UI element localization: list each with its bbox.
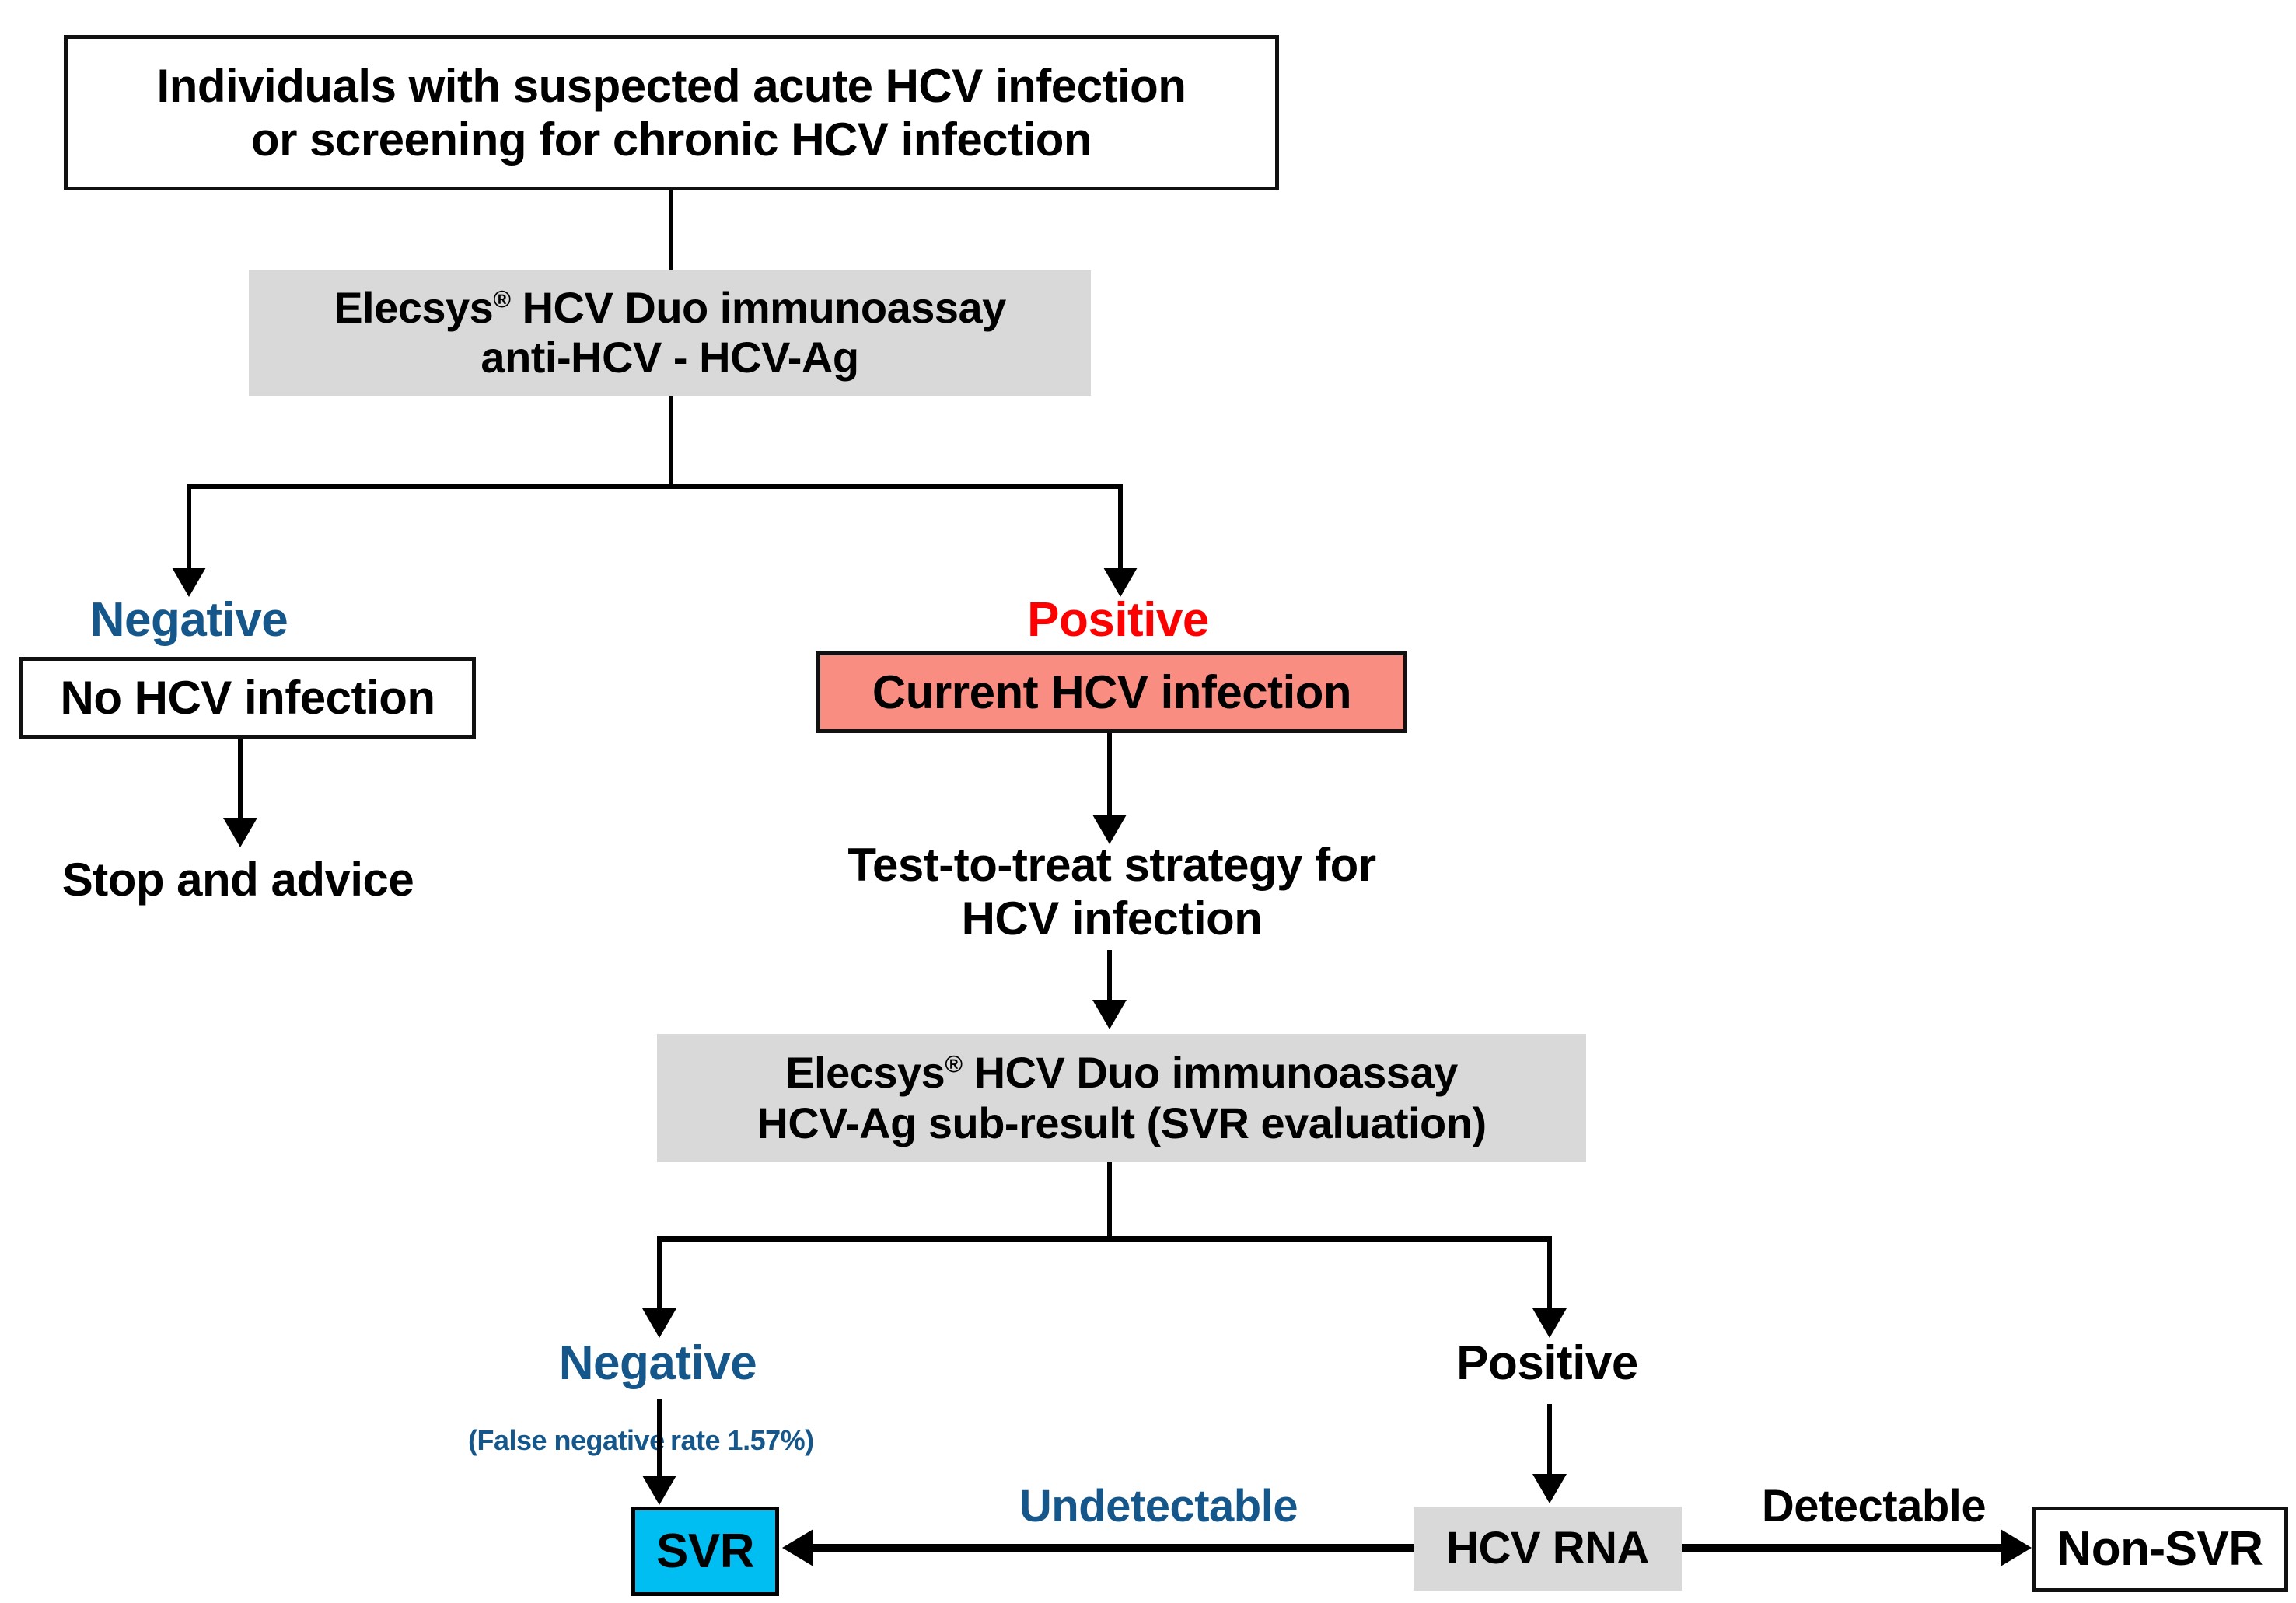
arrowhead-to-negative-2 bbox=[642, 1308, 676, 1338]
node-hcv-rna: HCV RNA bbox=[1414, 1507, 1682, 1591]
node-non-svr-label: Non-SVR bbox=[2057, 1522, 2263, 1577]
node-assay1-line1: Elecsys® HCV Duo immunoassay bbox=[334, 282, 1006, 332]
connector-split2-bar bbox=[657, 1236, 1552, 1242]
arrowhead-to-positive bbox=[1103, 568, 1138, 597]
arrowhead-to-assay2 bbox=[1092, 1000, 1127, 1029]
arrowhead-to-test-to-treat bbox=[1092, 815, 1127, 844]
label-detectable: Detectable bbox=[1761, 1481, 1987, 1531]
node-current-hcv-infection: Current HCV infection bbox=[816, 651, 1407, 733]
registered-trademark-icon: ® bbox=[493, 285, 511, 313]
label-false-negative-right: rate 1.57%) bbox=[670, 1424, 814, 1456]
connector-assay2-stem bbox=[1107, 1162, 1112, 1240]
label-positive-1: Positive bbox=[1027, 593, 1209, 647]
connector-split2-right-leg bbox=[1547, 1236, 1552, 1314]
connector-start-to-assay1 bbox=[669, 190, 673, 276]
connector-split1-bar bbox=[187, 484, 1123, 489]
connector-hcvrna-to-svr bbox=[813, 1544, 1414, 1552]
node-hcv-rna-label: HCV RNA bbox=[1446, 1522, 1649, 1573]
node-assay2: Elecsys® HCV Duo immunoassay HCV-Ag sub-… bbox=[657, 1034, 1586, 1162]
label-negative-2: Negative bbox=[558, 1336, 757, 1390]
connector-current-to-testtotreat bbox=[1107, 733, 1112, 820]
connector-testtotreat-to-assay2 bbox=[1107, 950, 1112, 1006]
connector-negative2-to-svr bbox=[657, 1399, 662, 1481]
node-start: Individuals with suspected acute HCV inf… bbox=[64, 35, 1279, 190]
node-non-svr: Non-SVR bbox=[2032, 1507, 2288, 1592]
connector-split1-left-leg bbox=[187, 484, 191, 573]
connector-assay1-stem bbox=[669, 396, 673, 487]
arrowhead-to-negative bbox=[172, 568, 206, 597]
arrowhead-to-positive-2 bbox=[1532, 1308, 1567, 1338]
connector-hcvrna-to-nonsvr bbox=[1682, 1544, 2001, 1552]
arrowhead-to-hcv-rna bbox=[1532, 1474, 1567, 1503]
registered-trademark-icon-2: ® bbox=[945, 1050, 963, 1078]
label-undetectable: Undetectable bbox=[1019, 1481, 1298, 1531]
label-test-to-treat: Test-to-treat strategy for HCV infection bbox=[824, 838, 1400, 945]
connector-split1-right-leg bbox=[1118, 484, 1123, 573]
arrowhead-to-non-svr bbox=[2001, 1529, 2032, 1566]
arrowhead-to-stop-advice bbox=[223, 818, 257, 847]
node-assay1: Elecsys® HCV Duo immunoassay anti-HCV - … bbox=[249, 270, 1091, 396]
node-current-hcv-infection-label: Current HCV infection bbox=[872, 666, 1352, 718]
node-svr-label: SVR bbox=[656, 1524, 754, 1578]
node-start-line1: Individuals with suspected acute HCV inf… bbox=[156, 60, 1186, 112]
connector-positive2-to-hcvrna bbox=[1547, 1404, 1552, 1480]
connector-split2-left-leg bbox=[657, 1236, 662, 1314]
label-positive-2: Positive bbox=[1456, 1336, 1638, 1390]
arrowhead-to-svr bbox=[642, 1476, 676, 1505]
arrowhead-to-svr-left bbox=[782, 1529, 813, 1566]
label-test-to-treat-line2: for HCV infection bbox=[961, 839, 1377, 945]
node-start-line2: or screening for chronic HCV infection bbox=[250, 114, 1092, 166]
connector-noinfection-to-stop bbox=[238, 739, 243, 824]
node-svr: SVR bbox=[631, 1507, 779, 1596]
label-false-negative-left: (False negative bbox=[468, 1424, 665, 1456]
label-test-to-treat-line1: Test-to-treat strategy bbox=[847, 839, 1302, 891]
node-assay2-line1: Elecsys® HCV Duo immunoassay bbox=[785, 1048, 1458, 1098]
node-no-hcv-infection-label: No HCV infection bbox=[60, 672, 436, 724]
node-no-hcv-infection: No HCV infection bbox=[19, 657, 476, 739]
label-stop-and-advice: Stop and advice bbox=[61, 854, 414, 906]
node-assay1-line2: anti-HCV - HCV-Ag bbox=[481, 333, 859, 382]
node-assay2-line2: HCV-Ag sub-result (SVR evaluation) bbox=[757, 1098, 1487, 1147]
label-negative-1: Negative bbox=[89, 593, 288, 647]
